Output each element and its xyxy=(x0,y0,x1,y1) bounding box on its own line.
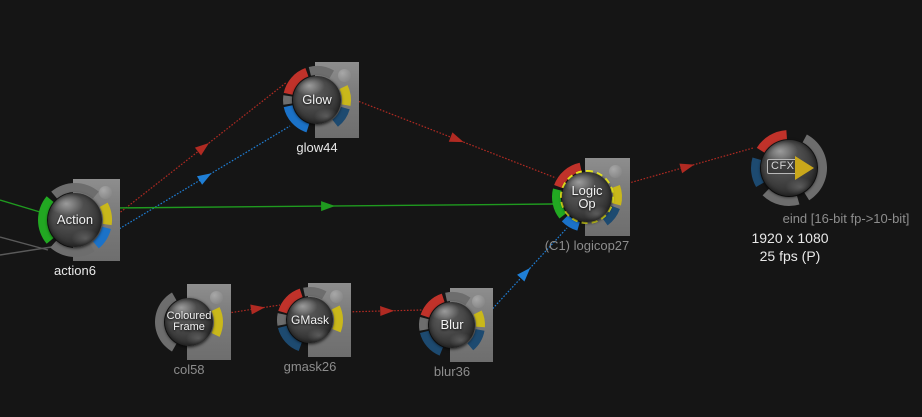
node-arc-upper-inactive[interactable] xyxy=(303,287,327,300)
node-ring xyxy=(751,130,827,206)
node-label-col58: col58 xyxy=(173,362,205,377)
node-body[interactable]: Action xyxy=(48,193,102,247)
node-arc-output-result[interactable] xyxy=(339,85,351,106)
node-arc-bottom-inactive[interactable] xyxy=(50,240,95,257)
connection-action6-to-glow44-matte[interactable] xyxy=(113,125,291,233)
connection-action6-to-glow44-front[interactable] xyxy=(112,81,288,219)
node-ring xyxy=(552,162,622,231)
connection-logicop27-to-eind[interactable] xyxy=(621,147,754,186)
node-arc-left-inactive[interactable] xyxy=(419,317,429,331)
connection-arrow xyxy=(380,306,395,317)
node-arc-input-front[interactable] xyxy=(420,293,445,318)
node-arc-output-result[interactable] xyxy=(211,307,223,337)
node-arc-top-inactive[interactable] xyxy=(51,183,99,199)
node-title: Action xyxy=(56,212,94,228)
node-arc-left-inactive[interactable] xyxy=(155,292,177,352)
connection-arrow xyxy=(194,142,209,156)
node-arc-input-matte[interactable] xyxy=(561,215,580,231)
connection-action6-to-logicop27-back[interactable] xyxy=(111,201,554,212)
output-resolution: 1920 x 1080 xyxy=(751,230,829,246)
node-arc-bottom-inactive[interactable] xyxy=(762,188,800,206)
cfx-badge[interactable]: CFX xyxy=(767,159,799,174)
connection-arrow xyxy=(448,132,464,143)
node-arc-right-inactive[interactable] xyxy=(802,134,827,201)
node-ring xyxy=(419,292,485,356)
node-label-blur36: blur36 xyxy=(433,364,471,379)
node-arc-left-inactive[interactable] xyxy=(283,95,293,105)
node-title: Glow xyxy=(302,92,332,108)
node-arc-output-result[interactable] xyxy=(331,305,343,333)
node-title: Blur xyxy=(440,317,464,333)
node-body[interactable]: Coloured Frame xyxy=(165,298,213,346)
node-arc-output-matte[interactable] xyxy=(602,205,620,226)
node-arc-output-matte[interactable] xyxy=(332,106,350,127)
node-body[interactable]: Logic Op xyxy=(562,172,612,222)
node-label-glow44: glow44 xyxy=(296,140,338,155)
node-body[interactable]: Blur xyxy=(429,302,475,348)
connection-arrow xyxy=(321,201,336,212)
node-ring xyxy=(283,66,351,133)
node-label-action6: action6 xyxy=(54,263,96,278)
node-arc-input-back[interactable] xyxy=(552,188,567,219)
connection-arrow xyxy=(250,304,265,315)
connection-glow44-to-logicop27-front[interactable] xyxy=(349,97,557,179)
connection-arrow xyxy=(517,267,531,282)
node-arc-input-front[interactable] xyxy=(283,68,309,95)
node-arc-left-inactive[interactable] xyxy=(277,313,287,326)
node-arc-input-matte[interactable] xyxy=(419,330,444,356)
node-label-gmask26: gmask26 xyxy=(283,359,337,374)
node-arc-output-result[interactable] xyxy=(611,185,622,206)
node-arc-input-front[interactable] xyxy=(756,130,787,153)
connection-arrow xyxy=(196,173,212,185)
output-framerate: 25 fps (P) xyxy=(759,248,821,264)
node-arc-output-result[interactable] xyxy=(473,310,485,328)
node-ring xyxy=(277,287,343,352)
node-arc-output-result[interactable] xyxy=(99,202,112,226)
node-title: Logic Op xyxy=(571,182,603,211)
node-title: Coloured Frame xyxy=(166,309,212,333)
node-arc-input-front[interactable] xyxy=(278,288,303,314)
selection-outline xyxy=(560,170,614,224)
node-ring xyxy=(155,292,223,352)
connection-gmask26-to-blur36[interactable] xyxy=(342,306,423,317)
output-format-label: eind [16-bit fp->10-bit] xyxy=(782,211,910,226)
node-arc-input-matte[interactable] xyxy=(283,105,310,133)
node-arc-upper-inactive[interactable] xyxy=(308,66,334,79)
node-body[interactable]: GMask xyxy=(287,297,333,343)
node-arc-input-front[interactable] xyxy=(38,196,54,244)
node-arc-input-front[interactable] xyxy=(554,162,582,189)
connection-arrow xyxy=(679,163,695,174)
node-arc-upper-inactive[interactable] xyxy=(445,292,471,306)
node-arc-input-matte[interactable] xyxy=(751,157,764,187)
node-arc-output-matte[interactable] xyxy=(467,329,485,351)
node-label-logicop27: (C1) logicop27 xyxy=(544,238,630,253)
node-ring xyxy=(38,183,112,257)
node-arc-input-matte[interactable] xyxy=(277,325,302,352)
node-title: GMask xyxy=(290,312,329,327)
node-body[interactable]: Glow xyxy=(293,76,341,124)
play-icon[interactable] xyxy=(795,156,814,180)
node-arc-output-matte[interactable] xyxy=(92,226,111,249)
